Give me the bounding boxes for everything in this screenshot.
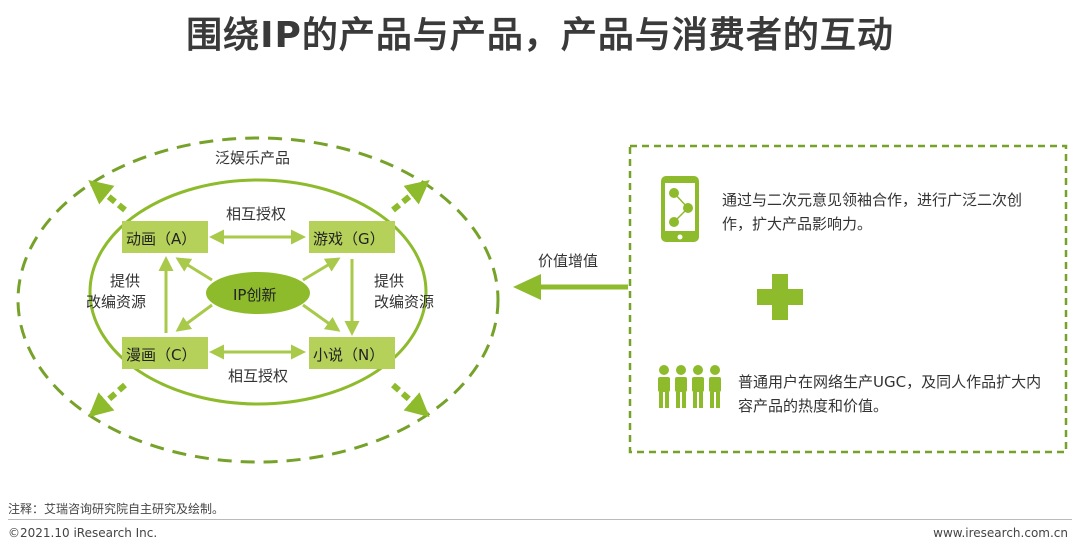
node-box-game <box>309 221 395 253</box>
plus-icon <box>757 274 803 320</box>
node-box-novel <box>309 337 395 369</box>
node-box-comic <box>122 337 208 369</box>
edge-label-right-line1: 提供 <box>374 272 405 290</box>
edge-label-left-line2: 改编资源 <box>86 293 147 311</box>
people-group-icon <box>658 365 721 408</box>
value-arrow-label: 价值增值 <box>538 252 599 270</box>
center-ellipse <box>206 272 310 314</box>
outer-label: 泛娱乐产品 <box>215 149 291 167</box>
edge-label-top: 相互授权 <box>226 205 287 223</box>
center-label: IP创新 <box>233 286 277 304</box>
node-comic: 漫画（C） <box>126 346 197 364</box>
edge-label-left-line1: 提供 <box>110 272 141 290</box>
node-box-animation <box>122 221 208 253</box>
node-game: 游戏（G） <box>313 230 385 248</box>
page-title: 围绕IP的产品与产品，产品与消费者的互动 <box>186 15 894 56</box>
footer-website[interactable]: www.iresearch.com.cn <box>933 526 1068 540</box>
inner-ellipse <box>88 178 428 406</box>
smartphone-network-icon <box>661 176 699 242</box>
right-panel-border <box>628 144 1068 454</box>
source-note: 注释：艾瑞咨询研究院自主研究及绘制。 <box>8 502 225 516</box>
node-novel: 小说（N） <box>313 346 385 364</box>
edge-label-bottom: 相互授权 <box>228 367 289 385</box>
node-arrows <box>158 229 360 360</box>
panel-item1-text: 通过与二次元意见领袖合作，进行广泛二次创作，扩大产品影响力。 <box>722 191 1023 233</box>
value-arrow <box>513 274 628 300</box>
edge-label-right-line2: 改编资源 <box>374 293 435 311</box>
outer-dashed-ellipse <box>16 136 500 464</box>
panel-item2-text: 普通用户在网络生产UGC，及同人作品扩大内容产品的热度和价值。 <box>738 373 1042 415</box>
footer-divider <box>8 519 1072 520</box>
node-animation: 动画（A） <box>126 230 197 248</box>
footer-copyright: ©2021.10 iResearch Inc. <box>8 526 158 540</box>
outward-arrows <box>88 179 430 418</box>
